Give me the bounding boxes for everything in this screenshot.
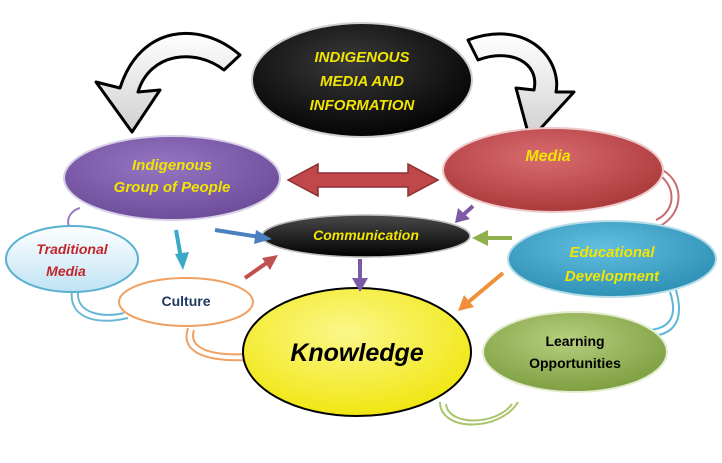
node-indigenous-group: Indigenous Group of People: [63, 135, 281, 221]
arrow-education-to-knowledge: [458, 271, 505, 311]
curved-arrow-left: [94, 31, 242, 134]
arrow-group-to-culture: [174, 229, 189, 270]
traditional-label-line2: Media: [46, 263, 86, 279]
education-label-line1: Educational: [569, 244, 655, 261]
node-communication: Communication: [261, 214, 471, 258]
node-educational-development: Educational Development: [507, 220, 717, 298]
curved-arrow-right: [466, 32, 576, 142]
node-indigenous-media-information: INDIGENOUS MEDIA AND INFORMATION: [251, 22, 473, 138]
main-label-line1: INDIGENOUS: [314, 49, 409, 66]
swirl-knowledge-learning: [439, 401, 519, 426]
arrow-media-to-communication: [455, 204, 475, 223]
double-arrow-group-media: [286, 162, 440, 198]
node-media: Media: [442, 127, 664, 213]
swirl-knowledge-learning-inner: [445, 403, 513, 422]
swirl-culture-knowledge-inner: [192, 329, 247, 356]
node-knowledge: Knowledge: [242, 287, 472, 417]
flow-arrows: [174, 204, 512, 311]
arrow-group-to-communication: [214, 228, 272, 244]
node-traditional-media: Traditional Media: [5, 225, 139, 293]
education-label-line2: Development: [565, 268, 660, 285]
arrow-communication-to-knowledge: [352, 259, 368, 292]
arrow-education-to-communication: [472, 230, 512, 246]
swirl-traditional-culture: [70, 289, 129, 322]
communication-label: Communication: [313, 227, 419, 243]
swirl-media-education: [657, 167, 680, 227]
culture-label: Culture: [162, 293, 211, 309]
knowledge-label: Knowledge: [290, 339, 423, 367]
learning-label-line2: Opportunities: [529, 355, 621, 371]
learning-label-line1: Learning: [545, 333, 604, 349]
swirl-education-learning-inner: [649, 291, 675, 331]
arrow-culture-to-communication: [243, 255, 278, 280]
node-culture: Culture: [118, 277, 254, 327]
node-learning-opportunities: Learning Opportunities: [482, 311, 668, 393]
main-label-line2: MEDIA AND: [320, 73, 404, 90]
group-label-line2: Group of People: [114, 179, 231, 196]
main-label-line3: INFORMATION: [310, 97, 416, 114]
media-label: Media: [525, 148, 570, 165]
traditional-label-line1: Traditional: [36, 241, 108, 257]
swirl-culture-knowledge: [185, 327, 249, 362]
swirl-traditional-culture-inner: [76, 291, 125, 316]
group-label-line1: Indigenous: [132, 157, 212, 174]
